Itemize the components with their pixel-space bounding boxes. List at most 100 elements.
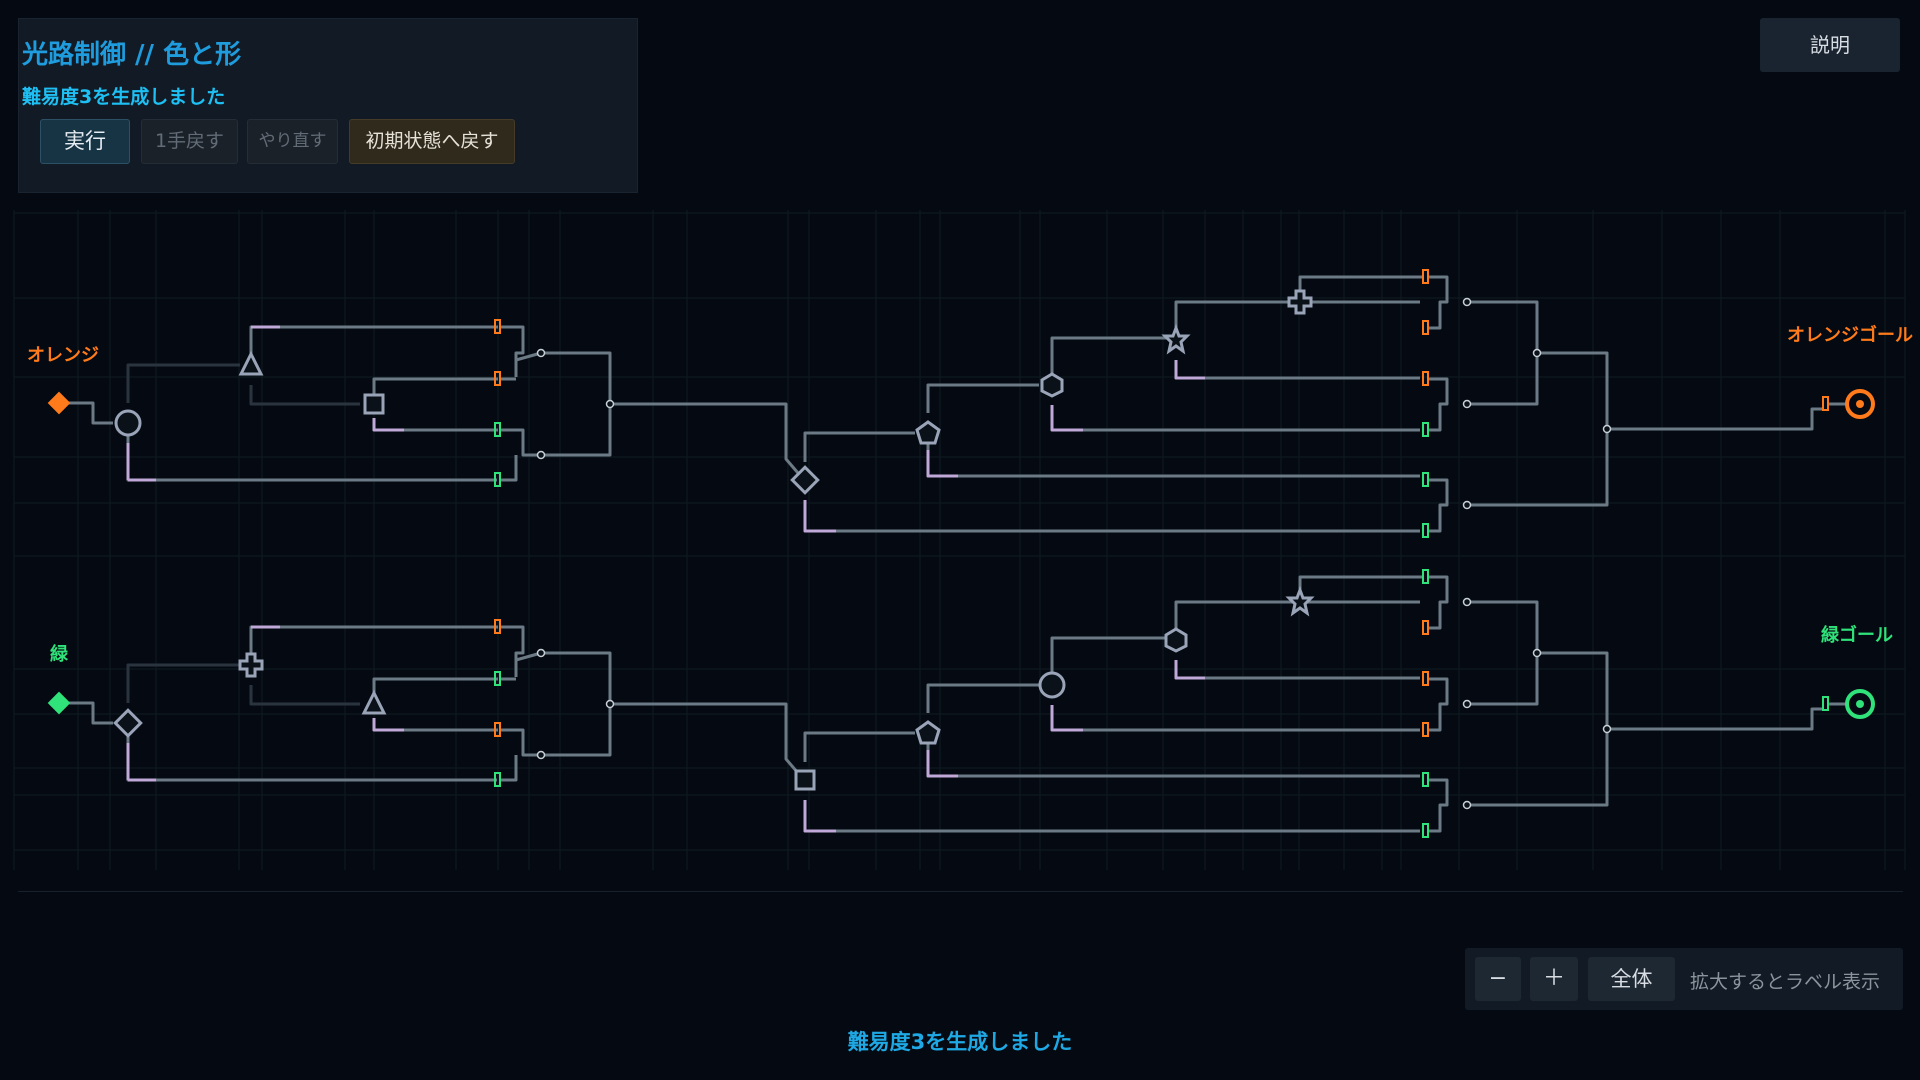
switch-star: [1285, 585, 1315, 617]
undo-button[interactable]: 1手戻す: [141, 119, 238, 164]
wire: [500, 755, 518, 782]
switch-triangle: [238, 350, 264, 376]
wire: [926, 733, 1420, 778]
wire: [1428, 778, 1449, 833]
goal-orange-label: オレンジゴール: [1787, 324, 1913, 346]
junction-node: [536, 750, 546, 760]
zoom-hint: 拡大するとラベル表示: [1690, 971, 1881, 993]
wire: [1467, 729, 1609, 807]
port-marker: [1422, 472, 1429, 487]
wire: [803, 800, 836, 833]
wire: [1467, 300, 1539, 406]
page-title: 光路制御 // 色と形: [22, 40, 242, 70]
wire: [926, 383, 1039, 413]
switch-layer: [113, 289, 1315, 791]
switch-star: [1161, 323, 1191, 355]
wire: [1607, 707, 1822, 731]
junction-node: [1462, 500, 1472, 510]
switch-triangle-icon[interactable]: [238, 350, 264, 376]
wire: [1050, 336, 1173, 385]
switch-cross-icon[interactable]: [238, 652, 264, 678]
switch-star-icon[interactable]: [1285, 585, 1315, 617]
port-marker: [1422, 722, 1429, 737]
switch-pentagon: [915, 720, 941, 745]
board-grid: [13, 210, 1906, 870]
switch-diamond: [790, 465, 820, 495]
port-marker: [1822, 396, 1829, 411]
junction-node: [1602, 724, 1612, 734]
wire: [500, 455, 518, 482]
wire: [372, 377, 498, 404]
switch-square-icon[interactable]: [363, 393, 385, 415]
reset-button[interactable]: 初期状態へ戻す: [349, 119, 515, 164]
switch-square: [794, 769, 816, 791]
port-marker: [1422, 422, 1429, 437]
switch-triangle-icon[interactable]: [361, 689, 387, 715]
switch-circle-icon[interactable]: [114, 409, 142, 437]
switch-star-icon[interactable]: [1161, 323, 1191, 355]
goal-orange-ring: [1845, 389, 1875, 419]
zoom-controls: − ＋ 全体 拡大するとラベル表示: [1465, 948, 1903, 1010]
help-button[interactable]: 説明: [1760, 18, 1900, 72]
zoom-fit-button[interactable]: 全体: [1588, 957, 1675, 1001]
wire: [372, 418, 404, 432]
goal-green-ring: [1845, 689, 1875, 719]
run-button[interactable]: 実行: [40, 119, 130, 164]
switch-pentagon-icon[interactable]: [915, 420, 941, 445]
switch-square-icon[interactable]: [794, 769, 816, 791]
wire: [1428, 275, 1449, 330]
wire: [926, 683, 1039, 713]
port-marker: [1422, 671, 1429, 686]
wire: [1467, 600, 1539, 706]
switch-circle-icon[interactable]: [1038, 671, 1066, 699]
zoom-in-button[interactable]: ＋: [1530, 957, 1578, 1001]
goal-green: [1845, 689, 1875, 719]
wire: [126, 723, 497, 782]
switch-diamond-icon[interactable]: [790, 465, 820, 495]
switch-diamond: [113, 708, 143, 738]
source-orange-diamond: [47, 391, 71, 415]
switch-cross-icon[interactable]: [1287, 289, 1313, 315]
wire: [500, 704, 612, 757]
switch-circle: [1038, 671, 1066, 699]
wire: [372, 718, 498, 732]
source-green-diamond: [47, 691, 71, 715]
wire: [926, 433, 1420, 478]
port-marker: [1822, 696, 1829, 711]
wire: [249, 685, 360, 706]
port-marker: [494, 319, 501, 334]
switch-diamond-icon[interactable]: [113, 708, 143, 738]
goal-green-label: 緑ゴール: [1821, 624, 1893, 646]
wire: [1428, 377, 1449, 432]
switch-hexagon: [1040, 372, 1064, 398]
switch-pentagon-icon[interactable]: [915, 720, 941, 745]
switch-hexagon-icon[interactable]: [1164, 627, 1188, 653]
port-marker: [1422, 823, 1429, 838]
wire: [1537, 651, 1609, 729]
wire: [500, 325, 525, 377]
wire: [126, 663, 240, 703]
wire: [1050, 636, 1173, 685]
wire: [372, 718, 404, 732]
node-layer: [536, 297, 1612, 810]
wire: [1050, 705, 1083, 732]
source-orange-label: オレンジ: [27, 345, 99, 366]
wire: [372, 418, 498, 432]
redo-button[interactable]: やり直す: [247, 119, 338, 164]
port-marker: [494, 422, 501, 437]
switch-square: [363, 393, 385, 415]
wire: [803, 731, 915, 762]
port-marker: [1422, 772, 1429, 787]
wire: [613, 702, 806, 781]
wire: [515, 351, 628, 406]
port-marker: [494, 772, 501, 787]
goal-orange: [1845, 389, 1875, 419]
wire: [500, 404, 612, 457]
port-marker: [494, 671, 501, 686]
source-orange: [47, 391, 71, 415]
switch-hexagon-icon[interactable]: [1040, 372, 1064, 398]
zoom-out-button[interactable]: −: [1475, 957, 1521, 1001]
goal-green-core: [1856, 700, 1864, 708]
source-green-label: 緑: [50, 643, 69, 665]
wire: [126, 363, 240, 403]
